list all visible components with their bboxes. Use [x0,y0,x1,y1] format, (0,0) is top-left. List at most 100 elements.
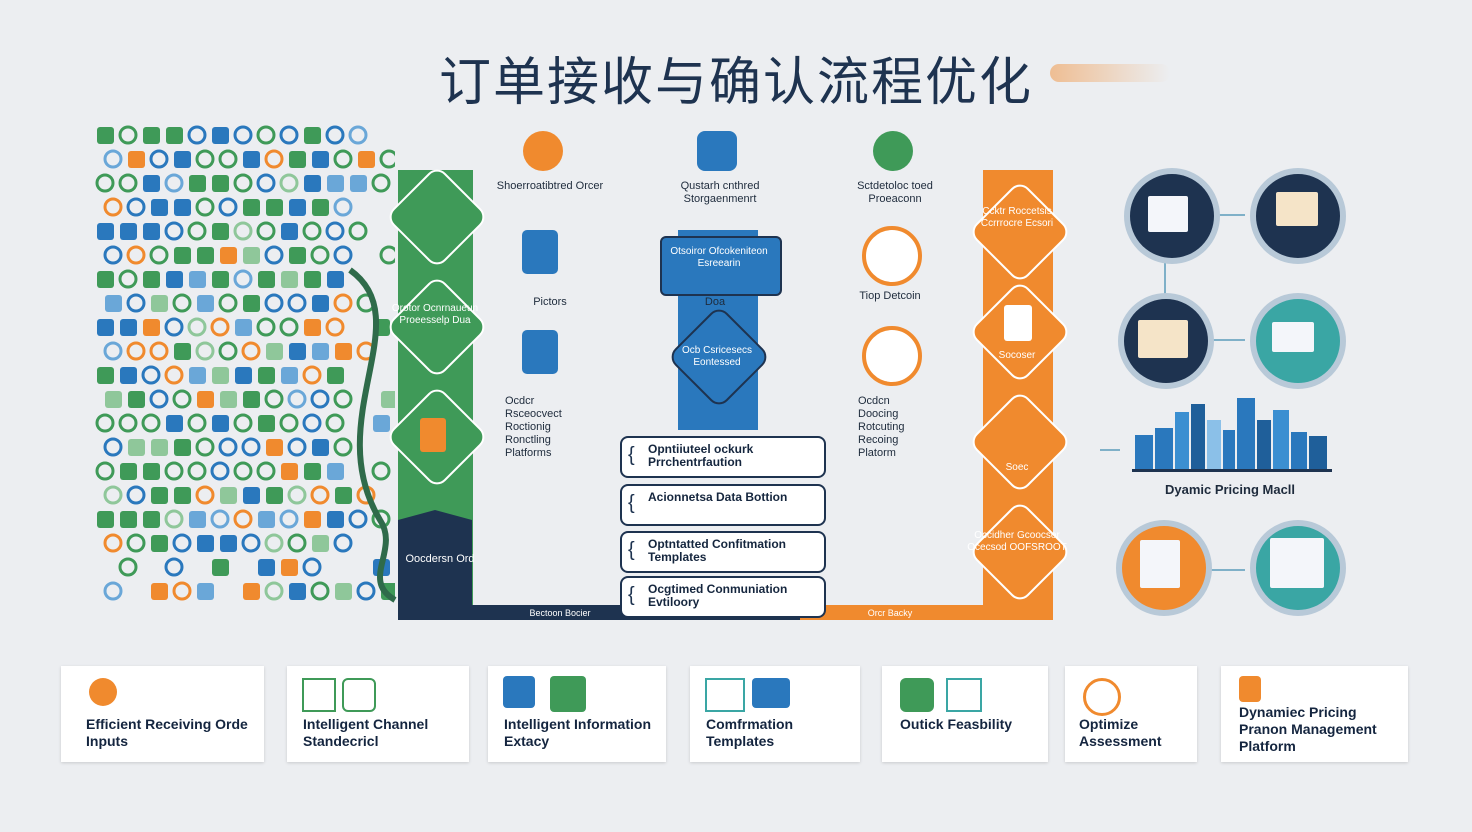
cluster-icon [264,149,284,169]
cluster-icon [279,125,299,145]
bottom-card-7: Dynamiec Pricing Pranon Management Platf… [1221,666,1408,762]
cluster-icon [350,175,367,192]
cluster-icon [310,485,330,505]
cluster-icon [195,149,215,169]
cluster-icon [197,535,214,552]
cluster-icon [172,389,192,409]
cluster-icon [126,245,146,265]
cluster-icon [356,581,376,601]
cluster-icon [143,223,160,240]
cluster-icon [126,485,146,505]
cluster-icon [218,293,238,313]
cluster-icon [335,343,352,360]
pricing-bar-chart [1132,398,1332,472]
cluster-icon [302,413,322,433]
cluster-icon [95,413,115,433]
brace-icon: { [628,539,635,561]
cluster-icon [310,389,330,409]
cluster-icon [97,271,114,288]
orange-diamond-2-label: Socoser [998,350,1036,361]
col1-header: Shoerroatibtred Orcer [496,180,604,192]
cluster-icon [174,487,191,504]
cluster-icon [348,125,368,145]
cluster-icon [287,437,307,457]
brace-icon: { [628,492,635,514]
cluster-icon [241,437,261,457]
cluster-icon [335,583,352,600]
cluster-icon [312,439,329,456]
cluster-icon [164,557,184,577]
cluster-icon [126,293,146,313]
cluster-icon [187,221,207,241]
cluster-icon [97,319,114,336]
cluster-icon [187,317,207,337]
cluster-icon [172,293,192,313]
cluster-icon [143,175,160,192]
cluster-icon [235,367,252,384]
cluster-icon [243,151,260,168]
cluster-icon [103,581,123,601]
cluster-icon [195,437,215,457]
cluster-icon [166,127,183,144]
cluster-icon [258,415,275,432]
cluster-icon [212,367,229,384]
house-label: Oocdersn Ord [405,553,475,565]
cluster-icon [241,341,261,361]
cluster-icon [197,583,214,600]
cluster-icon [312,295,329,312]
bottom-card-4: Comfrmation Templates [690,666,860,762]
cluster-icon [264,245,284,265]
routing-icon [862,326,922,386]
cluster-icon [105,295,122,312]
orange-diamond-3-label: Soec [1005,462,1029,473]
cluster-icon [312,199,329,216]
platform-icon [1239,676,1261,702]
blue-card-1 [660,236,782,296]
server-icon [503,676,535,708]
cluster-icon [187,461,207,481]
col1-mid-label: Pictors [533,296,567,308]
cluster-icon [143,319,160,336]
cluster-icon [97,127,114,144]
cluster-icon [358,151,375,168]
cluster-icon [172,581,192,601]
cluster-icon [103,437,123,457]
pricing-label: Dyamic Pricing Macll [1164,482,1296,497]
cluster-icon [189,511,206,528]
cluster-icon [333,245,353,265]
cluster-icon [197,295,214,312]
cluster-icon [126,533,146,553]
cluster-icon [258,511,275,528]
cluster-icon [128,151,145,168]
cluster-icon [97,511,114,528]
cluster-icon [310,245,330,265]
cluster-icon [325,317,345,337]
cluster-icon [210,461,230,481]
cluster-icon [143,127,160,144]
cluster-icon [212,175,229,192]
orange-diamond-1-label: Ccktr Roccetsis Ccrrrocre Ecsori [980,206,1054,229]
gear-icon [1083,678,1121,716]
cluster-icon [218,341,238,361]
cluster-icon [281,271,298,288]
cluster-icon [126,341,146,361]
cluster-icon [151,535,168,552]
cluster-icon [256,173,276,193]
stack-icon [752,678,790,708]
cluster-icon [287,293,307,313]
cluster-icon [281,223,298,240]
navy-path [398,510,640,620]
brace-icon: { [628,444,635,466]
cluster-icon [233,509,253,529]
green-diamond-2-label: Orotor Ocnrnaueun Proeesselp Dua [391,303,479,326]
cluster-icon [197,247,214,264]
cluster-icon [233,221,253,241]
cluster-icon [166,415,183,432]
box-icon [420,418,446,452]
arrow-icon [89,678,117,706]
cluster-icon [218,437,238,457]
cluster-icon [120,223,137,240]
cluster-icon [103,341,123,361]
cluster-icon [371,173,391,193]
cluster-icon [333,197,353,217]
